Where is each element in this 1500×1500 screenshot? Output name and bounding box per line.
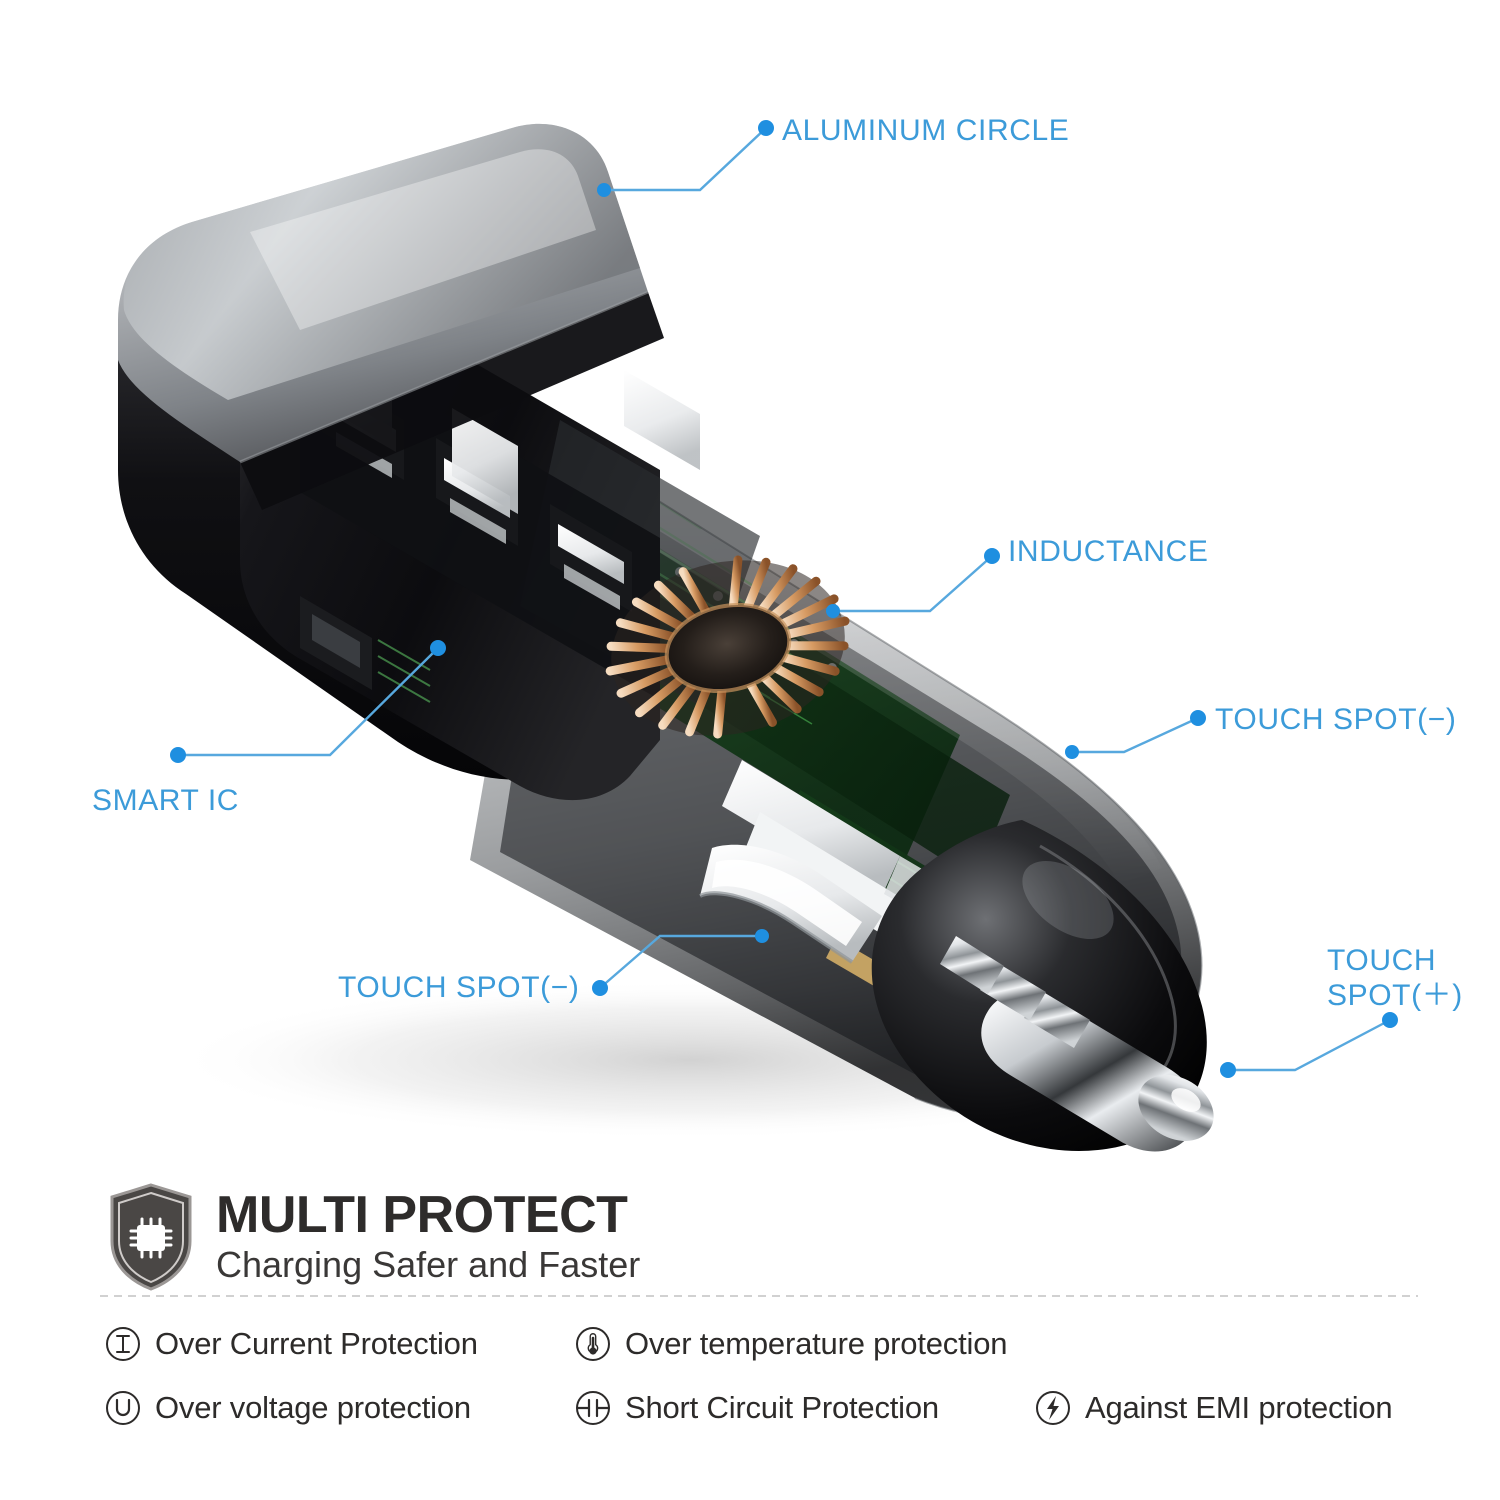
leader-inductance: [833, 555, 993, 613]
feature-short-circuit: Short Circuit Protection: [574, 1389, 1034, 1427]
feature-label: Over voltage protection: [155, 1390, 471, 1425]
leader-smart-ic: [178, 647, 439, 757]
inductor-coil: [605, 555, 850, 739]
over-voltage-icon: [104, 1389, 142, 1427]
callout-label-touch-spot-positive: TOUCH SPOT(＋): [1327, 944, 1463, 1013]
dot-inductance-label: [984, 548, 1000, 564]
dot-touch-pos-anchor: [1220, 1062, 1236, 1078]
dot-touch-neg-right-label: [1190, 710, 1206, 726]
thermometer-icon: [574, 1325, 612, 1363]
emi-protection-icon: [1034, 1389, 1072, 1427]
brand-subtitle: Charging Safer and Faster: [216, 1244, 641, 1286]
callout-label-aluminum-circle: ALUMINUM CIRCLE: [782, 114, 1070, 147]
feature-label: Short Circuit Protection: [625, 1390, 939, 1425]
smart-ic-chip: [300, 596, 431, 703]
brand-text-group: MULTI PROTECT Charging Safer and Faster: [216, 1188, 640, 1285]
product-illustration: [118, 120, 1398, 1152]
dot-aluminum-label: [758, 120, 774, 136]
feature-over-current: Over Current Protection: [104, 1325, 574, 1363]
protection-features: Over Current Protection Over temperature…: [104, 1312, 1434, 1440]
section-divider: [100, 1295, 1418, 1297]
multi-protect-brand-block: MULTI PROTECT Charging Safer and Faster: [108, 1183, 640, 1291]
dot-aluminum-anchor: [597, 183, 611, 197]
feature-row-1: Over Current Protection Over temperature…: [104, 1312, 1434, 1376]
dot-touch-neg-right-anchor: [1065, 745, 1079, 759]
callout-leaders: [178, 127, 1391, 1072]
leader-touch-pos: [1228, 1018, 1391, 1072]
dot-smart-ic-anchor: [430, 640, 446, 656]
callout-dots: [170, 120, 1398, 1078]
leader-touch-neg-right: [1072, 716, 1199, 754]
over-current-icon: [104, 1325, 142, 1363]
charger-head: [118, 123, 760, 801]
callout-label-smart-ic: SMART IC: [92, 784, 240, 817]
short-circuit-icon: [574, 1389, 612, 1427]
feature-label: Over temperature protection: [625, 1326, 1008, 1361]
aluminum-top-edge: [123, 123, 641, 400]
dot-smart-ic-label: [170, 747, 186, 763]
coil-core: [666, 604, 790, 692]
brand-title: MULTI PROTECT: [216, 1186, 628, 1245]
tip-collars: [940, 936, 1090, 1048]
feature-over-voltage: Over voltage protection: [104, 1389, 574, 1427]
positive-tip: [940, 936, 1214, 1152]
dot-touch-pos-label: [1382, 1012, 1398, 1028]
head-rim: [240, 292, 664, 510]
leader-touch-neg-left: [599, 934, 762, 989]
feature-over-temperature: Over temperature protection: [574, 1325, 1034, 1363]
dot-touch-neg-left-label: [592, 980, 608, 996]
coil-windings: [605, 555, 850, 739]
callout-label-touch-spot-negative-left: TOUCH SPOT(−): [338, 971, 580, 1004]
feature-row-2: Over voltage protection Short Circuit: [104, 1376, 1434, 1440]
aluminum-specular: [250, 149, 596, 330]
dot-inductance-anchor: [826, 604, 840, 618]
usb-port-3: [550, 504, 632, 612]
side-contact: [699, 844, 882, 964]
dot-touch-neg-left-anchor: [755, 929, 769, 943]
feature-label: Against EMI protection: [1085, 1390, 1393, 1425]
leader-aluminum-circle: [604, 127, 767, 192]
callout-label-inductance: INDUCTANCE: [1008, 535, 1209, 568]
feature-emi-protection: Against EMI protection: [1034, 1389, 1434, 1427]
shield-chip-icon: [108, 1183, 194, 1291]
callout-label-touch-spot-negative-right: TOUCH SPOT(−): [1215, 703, 1457, 736]
feature-label: Over Current Protection: [155, 1326, 478, 1361]
